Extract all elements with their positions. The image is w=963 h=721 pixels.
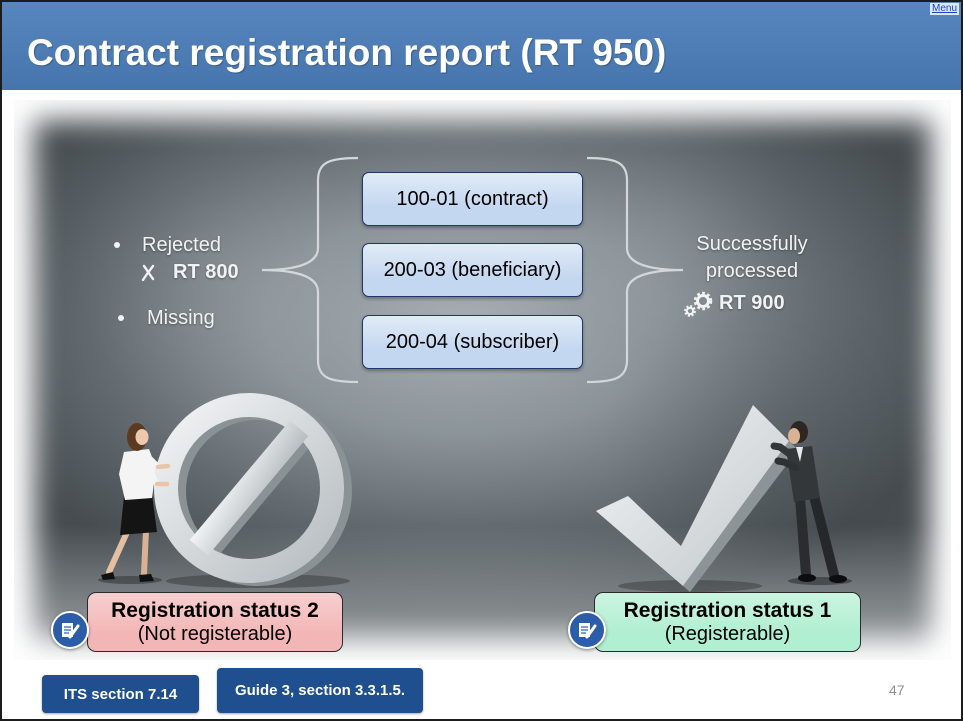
prohibition-sign-image	[154, 393, 352, 588]
registration-status-1-box: Registration status 1 (Registerable)	[594, 592, 861, 652]
record-type-box-beneficiary: 200-03 (beneficiary)	[362, 243, 583, 297]
status-subtitle: (Not registerable)	[137, 622, 293, 645]
form-entry-icon[interactable]	[568, 611, 606, 649]
woman-pushing-figure	[98, 423, 171, 584]
man-pushing-figure	[770, 421, 852, 585]
missing-label: Missing	[147, 307, 215, 329]
record-type-box-contract: 100-01 (contract)	[362, 172, 583, 226]
record-type-box-subscriber: 200-04 (subscriber)	[362, 315, 583, 369]
record-type-label: 200-03 (beneficiary)	[383, 259, 562, 281]
record-type-label: 200-04 (subscriber)	[385, 331, 560, 353]
status-subtitle: (Registerable)	[664, 622, 791, 645]
page-number: 47	[889, 682, 905, 698]
status-title: Registration status 2	[111, 598, 319, 622]
gears-icon	[684, 291, 713, 317]
checkmark-image	[596, 405, 798, 592]
left-curly-brace	[261, 156, 359, 384]
guide-section-label: Guide 3, section 3.3.1.5.	[234, 682, 406, 699]
rt-900-code: RT 900	[719, 292, 785, 314]
rt-800-code: RT 800	[173, 261, 239, 283]
successfully-processed-label: Successfully processed	[696, 233, 808, 282]
slide-header: Contract registration report (RT 950)	[0, 2, 963, 90]
record-type-label: 100-01 (contract)	[396, 188, 549, 210]
cross-mark-icon	[141, 264, 155, 281]
its-section-label: ITS section 7.14	[63, 685, 178, 703]
right-curly-brace	[586, 156, 684, 384]
rejected-label: Rejected	[142, 234, 221, 256]
menu-link[interactable]: Menu	[929, 3, 959, 15]
slide-title: Contract registration report (RT 950)	[27, 32, 667, 73]
registration-status-2-box: Registration status 2 (Not registerable)	[87, 592, 343, 652]
form-entry-icon-glyph	[579, 623, 597, 639]
its-section-button[interactable]: ITS section 7.14	[42, 675, 199, 713]
form-entry-icon-glyph	[62, 623, 80, 639]
form-entry-icon[interactable]	[51, 611, 89, 649]
guide-section-button[interactable]: Guide 3, section 3.3.1.5.	[217, 668, 423, 713]
bullet-dot	[114, 242, 120, 248]
bullet-dot	[118, 315, 124, 321]
status-title: Registration status 1	[623, 598, 832, 622]
